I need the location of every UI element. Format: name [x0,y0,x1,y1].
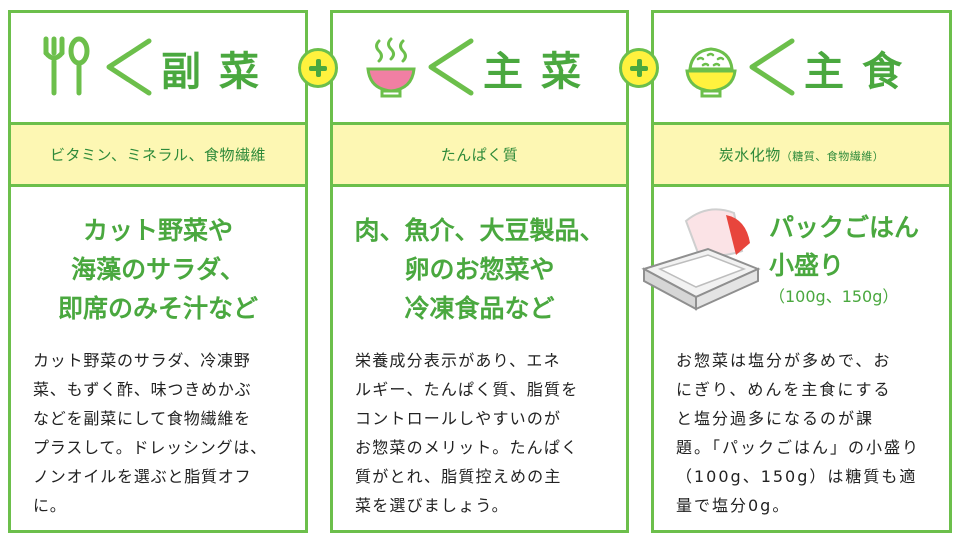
card-side-dish: 副菜 ビタミン、ミネラル、食物繊維 カット野菜や 海藻のサラダ、 即席のみそ汁な… [8,10,308,533]
nutrient-label: たんぱく質 [440,146,519,164]
description-line: ノンオイルを選ぶと脂質オフ [33,467,252,486]
description-line: ルギー、たんぱく質、脂質を [355,380,579,399]
card-title: 主食 [804,49,920,95]
nutrient-note: （糖質、食物繊維） [780,150,885,163]
description-line: 量で塩分0g。 [676,496,791,515]
description-line: 題。「パックごはん」の小盛り [676,438,921,457]
card-title: 主菜 [483,49,599,95]
headline-line: 卵のお惣菜や [404,255,555,284]
description-line: コントロールしやすいのが [355,409,562,428]
headline: カット野菜や 海藻のサラダ、 即席のみそ汁など [11,211,305,328]
description-line: にぎり、めんを主食にする [676,380,892,399]
headline-sub: （100g、150g） [769,287,899,306]
nutrient-label: 炭水化物（糖質、食物繊維） [719,144,885,165]
description-line: 菜を選びましょう。 [355,496,509,515]
card-staple-food: 主食 炭水化物（糖質、食物繊維） パックごはん 小盛り （100g、150g） … [641,10,952,533]
nutrient-band: ビタミン、ミネラル、食物繊維 [11,125,305,187]
card-main-dish: 主菜 たんぱく質 肉、魚介、大豆製品、 卵のお惣菜や 冷凍食品など 栄養成分表示… [330,10,629,533]
plus-icon [298,48,338,88]
headline-line: 肉、魚介、大豆製品、 [354,216,605,245]
plus-icon [619,48,659,88]
headline: パックごはん 小盛り [769,209,919,285]
description-line: カット野菜のサラダ、冷凍野 [33,351,251,370]
headline-line: 海藻のサラダ、 [71,255,245,284]
headline-line: 冷凍食品など [404,294,555,323]
nutrient-label: ビタミン、ミネラル、食物繊維 [49,146,267,164]
nutrient-band: たんぱく質 [333,125,626,187]
headline-line: パックごはん [769,213,920,242]
headline-line: 小盛り [769,251,845,280]
description-line: などを副菜にして食物繊維を [33,409,251,428]
nutrient-main: 炭水化物 [718,146,781,164]
description-line: に。 [33,496,67,515]
description-line: 質がとれ、脂質控えめの主 [355,467,562,486]
headline: 肉、魚介、大豆製品、 卵のお惣菜や 冷凍食品など [333,211,626,328]
description-line: お惣菜は塩分が多めで、お [676,351,892,370]
card-header: 主食 [654,13,949,125]
fork-spoon-icon [43,36,90,96]
description-line: プラスして。ドレッシングは、 [33,438,267,457]
nutrient-band: 炭水化物（糖質、食物繊維） [654,125,949,187]
pack-rice-illustration [641,208,761,311]
description-line: お惣菜のメリット。たんぱく [355,438,579,457]
description-line: 栄養成分表示があり、エネ [355,351,561,370]
chevron-left-icon [428,38,474,96]
card-title: 副菜 [161,49,277,95]
description: お惣菜は塩分が多めで、お にぎり、めんを主食にする と塩分過多になるのが課 題。… [676,346,935,520]
chevron-left-icon [106,38,152,96]
chevron-left-icon [749,38,795,96]
description-line: 菜、もずく酢、味つきめかぶ [33,380,252,399]
description: 栄養成分表示があり、エネ ルギー、たんぱく質、脂質を コントロールしやすいのが … [355,346,612,520]
rice-bowl-icon [685,47,737,98]
description-line: と塩分過多になるのが課 [676,409,875,428]
description-line: （100g、150g）は糖質も適 [676,467,918,486]
description: カット野菜のサラダ、冷凍野 菜、もずく酢、味つきめかぶ などを副菜にして食物繊維… [33,346,291,520]
steaming-bowl-icon [366,37,416,98]
headline-line: カット野菜や [82,216,233,245]
card-header: 主菜 [333,13,626,125]
headline-line: 即席のみそ汁など [57,294,258,323]
card-header: 副菜 [11,13,305,125]
